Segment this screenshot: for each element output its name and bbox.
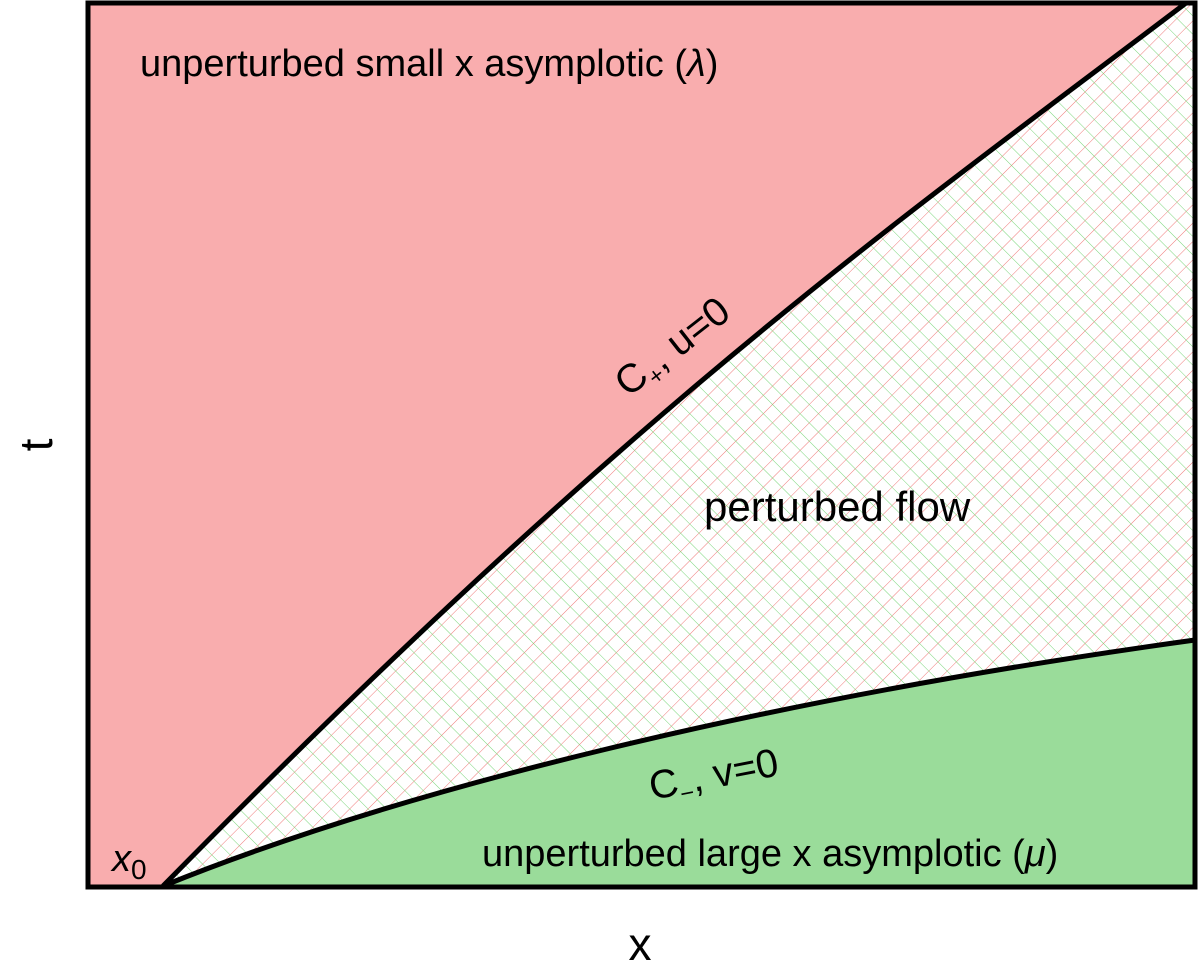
perturbed-flow-region-green-hatch (163, 3, 1195, 886)
x-axis-label: x (629, 918, 652, 970)
perturbed-flow-label: perturbed flow (704, 483, 971, 530)
small-x-region-label: unperturbed small x asymplotic (λ) (140, 43, 718, 85)
c-plus-curve (161, 1, 1188, 888)
plot-frame (85, 0, 1198, 890)
y-axis-label: t (10, 438, 62, 451)
large-x-region (163, 640, 1195, 886)
c-minus-curve (162, 637, 1196, 889)
large-x-region-label: unperturbed large x asymplotic (μ) (482, 833, 1058, 875)
origin-label: x0 (110, 838, 147, 885)
small-x-region (88, 3, 1186, 886)
